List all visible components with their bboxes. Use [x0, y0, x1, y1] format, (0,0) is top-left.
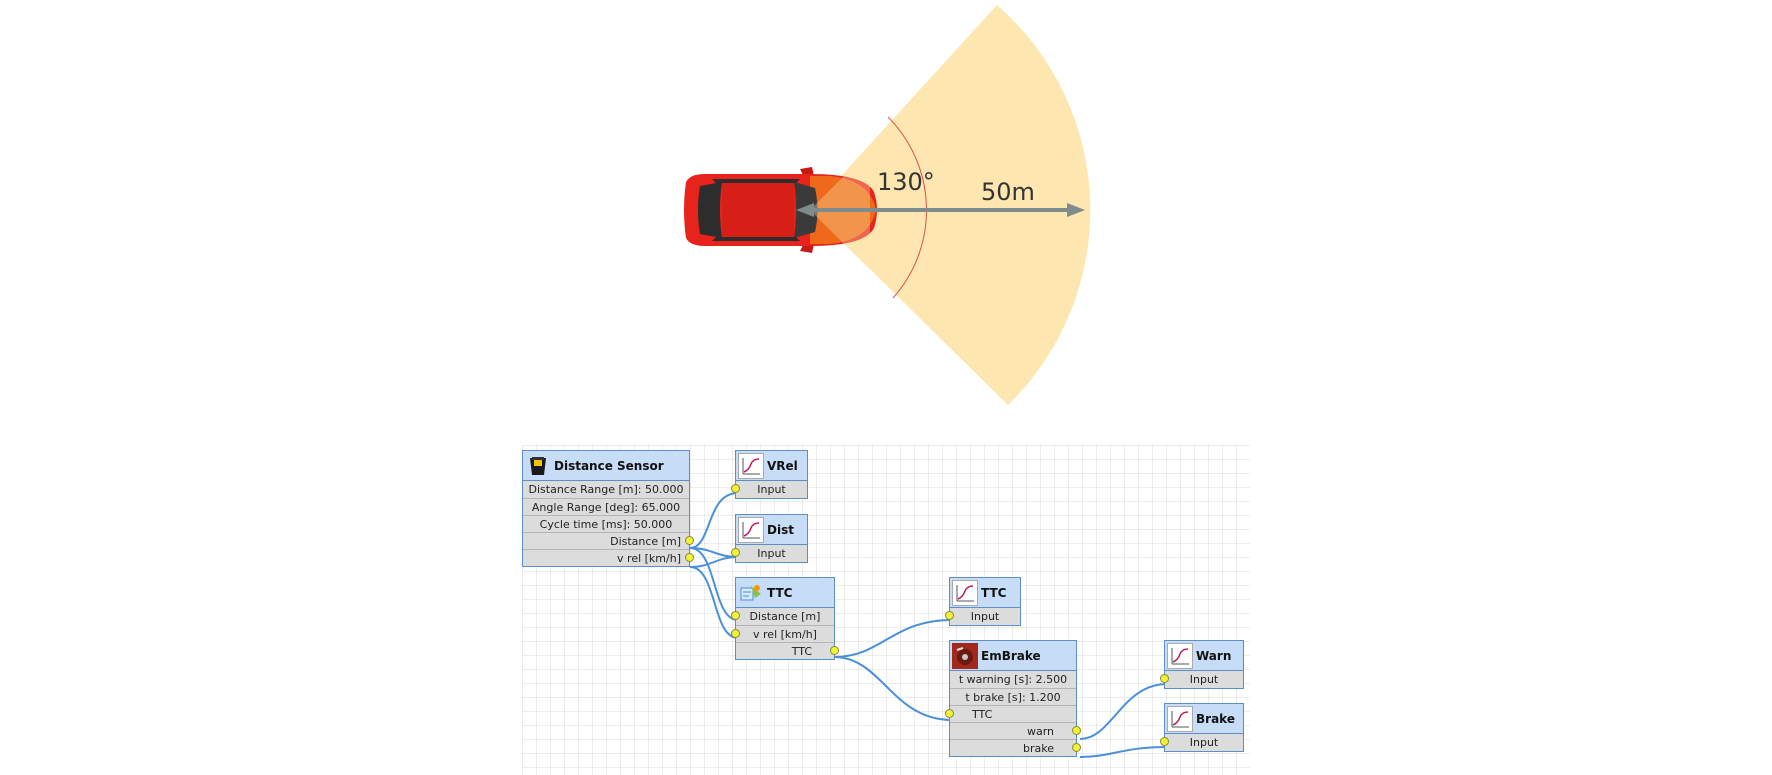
output-port[interactable] — [1072, 726, 1081, 735]
input-row: TTC — [945, 705, 1076, 722]
vrel-plot-node[interactable]: VRel Input — [731, 450, 808, 499]
port-label: brake — [1023, 742, 1054, 755]
wire-vrel-ttc — [689, 566, 739, 639]
distance-sensor-node[interactable]: Distance Sensor Distance Range [m]: 50.0… — [522, 450, 694, 567]
input-row: Input — [945, 608, 1020, 625]
input-port[interactable] — [1160, 737, 1169, 746]
node-title: Brake — [1196, 711, 1235, 726]
input-port[interactable] — [731, 629, 740, 638]
warn-plot-node[interactable]: Warn Input — [1160, 640, 1244, 689]
node-header: Brake — [1165, 704, 1243, 734]
node-title: TTC — [767, 585, 793, 600]
ttc-plot-node[interactable]: TTC Input — [945, 577, 1021, 626]
param-cycle-time[interactable]: Cycle time [ms]: 50.000 — [523, 515, 689, 532]
port-label: v rel [km/h] — [753, 628, 817, 641]
param-t-warning[interactable]: t warning [s]: 2.500 — [950, 671, 1076, 688]
wire-brake — [1079, 746, 1168, 758]
node-title: Warn — [1196, 648, 1232, 663]
port-label: Input — [757, 483, 786, 496]
input-row: Input — [731, 481, 807, 498]
port-label: warn — [1026, 725, 1054, 738]
calculator-icon — [738, 580, 764, 606]
range-label: 50m — [981, 178, 1035, 206]
node-title: VRel — [767, 458, 798, 473]
wire-vrel-dist — [689, 556, 739, 568]
node-title: Dist — [767, 522, 794, 537]
port-label: Input — [1189, 736, 1219, 749]
node-header: Warn — [1165, 641, 1243, 671]
input-port[interactable] — [945, 709, 954, 718]
output-vrel: v rel [km/h] — [523, 549, 694, 566]
wire-distance-vrel — [689, 492, 739, 549]
embrake-node[interactable]: EmBrake t warning [s]: 2.500 t brake [s]… — [945, 640, 1081, 757]
output-port[interactable] — [685, 553, 694, 562]
node-title: Distance Sensor — [554, 458, 664, 473]
port-label: Distance [m] — [749, 610, 821, 623]
plot-icon — [738, 516, 764, 543]
plot-icon — [952, 579, 978, 606]
fov-cone — [810, 5, 1091, 405]
input-port[interactable] — [731, 548, 740, 557]
input-row: Distance [m] — [731, 608, 834, 625]
plot-icon — [1167, 642, 1193, 669]
radar-sensor-icon — [525, 453, 551, 479]
port-label: Distance [m] — [610, 535, 681, 548]
node-header: Distance Sensor — [523, 451, 689, 481]
port-label: v rel [km/h] — [617, 552, 681, 565]
port-label: TTC — [972, 708, 993, 721]
node-header: VRel — [736, 451, 807, 481]
block-diagram-canvas: Distance Sensor Distance Range [m]: 50.0… — [522, 445, 1250, 775]
param-distance-range[interactable]: Distance Range [m]: 50.000 — [523, 481, 689, 498]
output-brake: brake — [950, 739, 1081, 756]
plot-icon — [1167, 705, 1193, 732]
output-distance: Distance [m] — [523, 532, 694, 549]
node-title: EmBrake — [981, 648, 1041, 663]
wire-ttc-plot — [833, 619, 953, 658]
output-port[interactable] — [830, 646, 839, 655]
output-port[interactable] — [1072, 743, 1081, 752]
output-row: TTC — [736, 642, 839, 659]
brake-plot-node[interactable]: Brake Input — [1160, 703, 1244, 752]
range-arrow — [796, 203, 1085, 217]
fov-angle-label: 130° — [877, 168, 935, 196]
node-header: Dist — [736, 515, 807, 545]
input-row: v rel [km/h] — [731, 625, 834, 642]
param-angle-range[interactable]: Angle Range [deg]: 65.000 — [523, 498, 689, 515]
dist-plot-node[interactable]: Dist Input — [731, 514, 808, 563]
wire-warn — [1079, 683, 1168, 740]
node-header: EmBrake — [950, 641, 1076, 671]
node-title: TTC — [981, 585, 1007, 600]
input-port[interactable] — [945, 611, 954, 620]
wire-ttc-embrake — [833, 656, 953, 721]
output-warn: warn — [950, 722, 1081, 739]
ttc-calc-node[interactable]: TTC Distance [m] v rel [km/h] TTC — [731, 577, 839, 660]
input-row: Input — [731, 545, 807, 562]
input-port[interactable] — [731, 484, 740, 493]
port-label: Input — [1189, 673, 1219, 686]
input-row: Input — [1160, 671, 1243, 688]
node-header: TTC — [736, 578, 834, 608]
brake-icon — [952, 642, 978, 669]
input-port[interactable] — [731, 611, 740, 620]
fov-arc — [887, 116, 927, 299]
sensor-fov-figure: 130° 50m — [684, 5, 1091, 405]
input-row: Input — [1160, 734, 1243, 751]
wire-distance-ttc — [689, 547, 739, 621]
output-port[interactable] — [685, 536, 694, 545]
port-label: TTC — [791, 645, 812, 658]
port-label: Input — [970, 610, 1000, 623]
param-t-brake[interactable]: t brake [s]: 1.200 — [950, 688, 1076, 705]
node-header: TTC — [950, 578, 1020, 608]
input-port[interactable] — [1160, 674, 1169, 683]
port-label: Input — [757, 547, 786, 560]
plot-icon — [738, 452, 764, 479]
